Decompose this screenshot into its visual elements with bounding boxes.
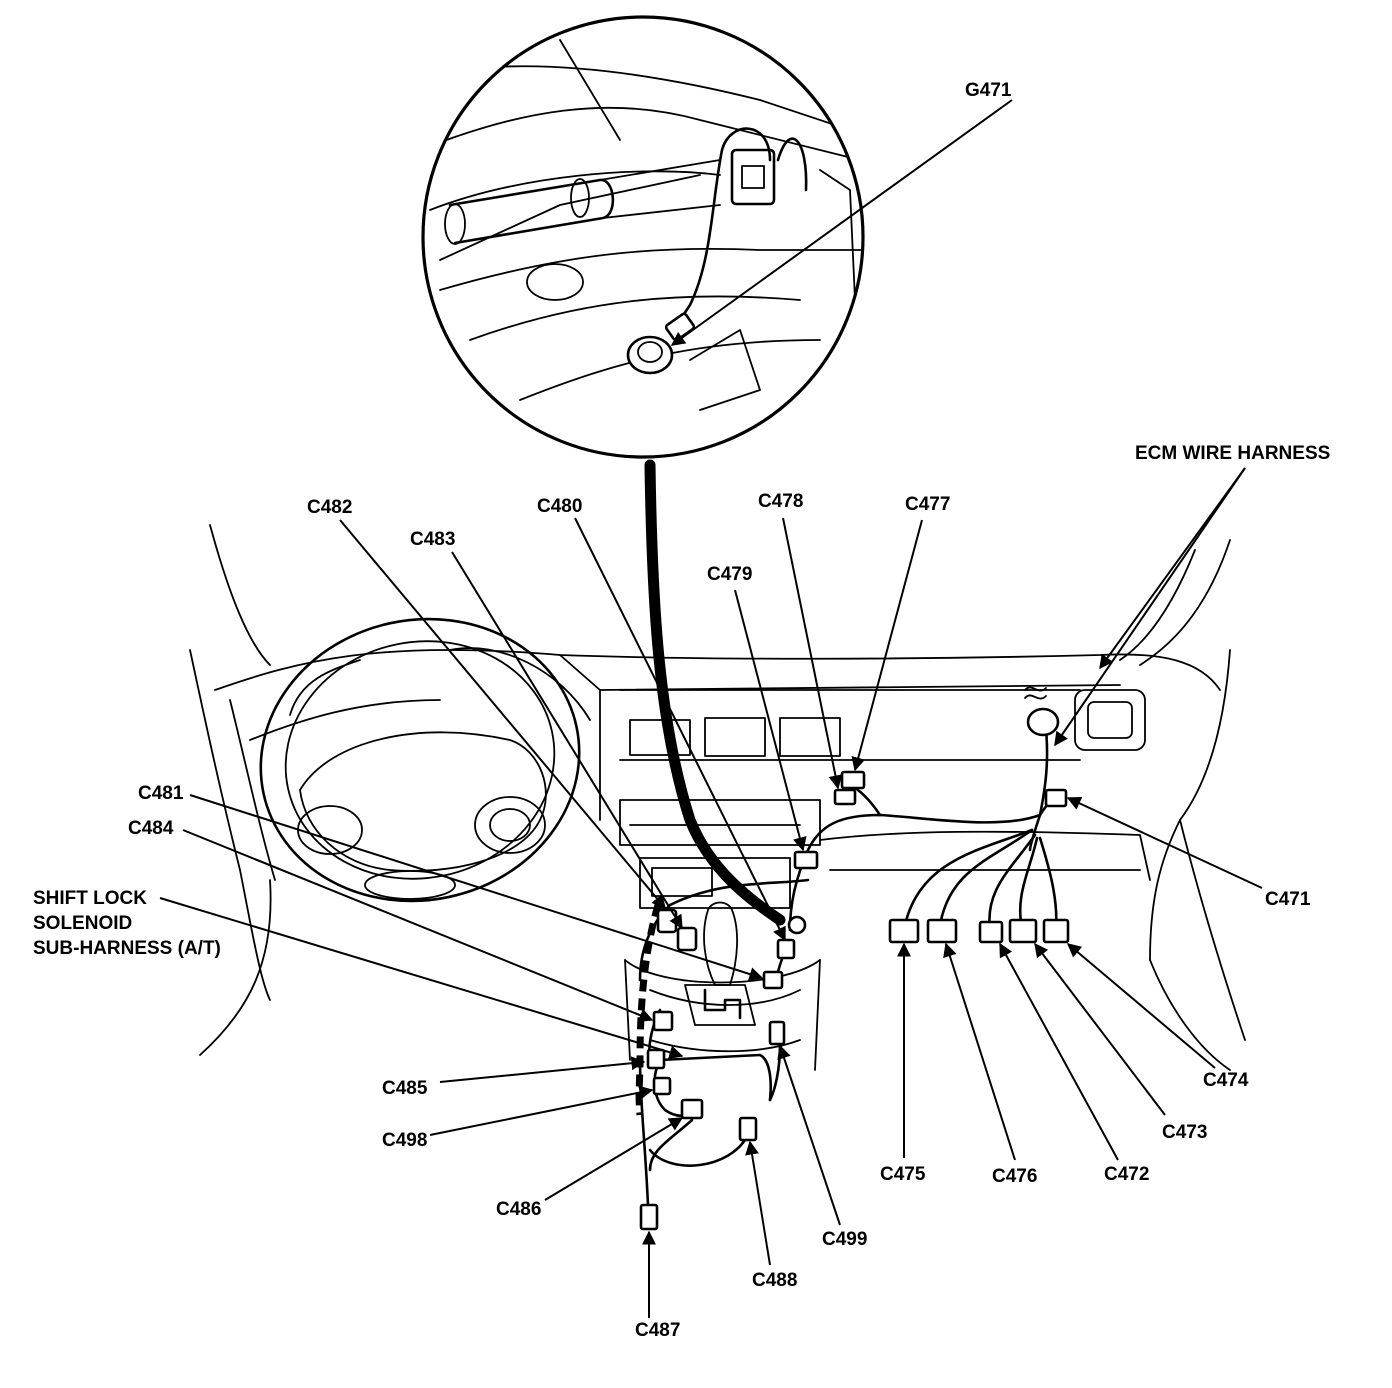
connector-c480 [787, 915, 807, 935]
label-c482: C482 [307, 497, 352, 518]
connector-c484 [652, 1010, 674, 1032]
labels: G471 ECM WIRE HARNESS C482 C483 C480 C47… [33, 80, 1330, 1341]
label-c486: C486 [496, 1199, 541, 1220]
ground-detail-inset [421, 15, 865, 459]
connector-c485 [646, 1048, 666, 1070]
connector-c478 [833, 788, 857, 806]
label-c483: C483 [410, 529, 455, 550]
label-shift-lock-3: SUB-HARNESS (A/T) [33, 938, 221, 959]
connector-c475 [888, 918, 920, 944]
label-shift-lock-2: SOLENOID [33, 913, 132, 934]
label-c473: C473 [1162, 1122, 1207, 1143]
label-c478: C478 [758, 491, 803, 512]
connector-c477 [840, 770, 866, 790]
label-g471: G471 [965, 80, 1012, 101]
label-c472: C472 [1104, 1164, 1149, 1185]
ground-cable [644, 459, 786, 926]
label-c479: C479 [707, 564, 752, 585]
label-c485: C485 [382, 1078, 428, 1099]
label-c475: C475 [880, 1164, 926, 1185]
label-c474: C474 [1203, 1070, 1249, 1091]
label-c481: C481 [138, 783, 184, 804]
harness-grommet [1026, 707, 1060, 737]
label-c477: C477 [905, 494, 950, 515]
connector-c472 [978, 920, 1004, 944]
connector-c471 [1044, 788, 1068, 808]
label-c480: C480 [537, 496, 582, 517]
label-c471: C471 [1265, 889, 1311, 910]
label-c487: C487 [635, 1320, 680, 1341]
label-c499: C499 [822, 1229, 867, 1250]
connector-c486 [680, 1098, 704, 1120]
connector-c488 [738, 1116, 758, 1142]
connector-c476 [926, 918, 958, 944]
label-c476: C476 [992, 1166, 1037, 1187]
label-c498: C498 [382, 1130, 427, 1151]
connector-c479 [793, 850, 819, 870]
connector-c481 [762, 970, 784, 990]
connector-c474 [1042, 918, 1070, 944]
connector-c498 [652, 1076, 672, 1096]
connector-c499 [768, 1020, 786, 1046]
label-c488: C488 [752, 1270, 797, 1291]
label-c484: C484 [128, 818, 174, 839]
dashboard-outline [189, 524, 1246, 1071]
leader-lines [159, 99, 1263, 1318]
label-shift-lock-1: SHIFT LOCK [33, 888, 147, 909]
label-ecm-wire-harness: ECM WIRE HARNESS [1135, 443, 1330, 464]
connector-c480b [776, 938, 796, 960]
connector-c487 [639, 1203, 659, 1231]
connector-c473 [1008, 918, 1038, 944]
connector-c483 [676, 926, 698, 952]
